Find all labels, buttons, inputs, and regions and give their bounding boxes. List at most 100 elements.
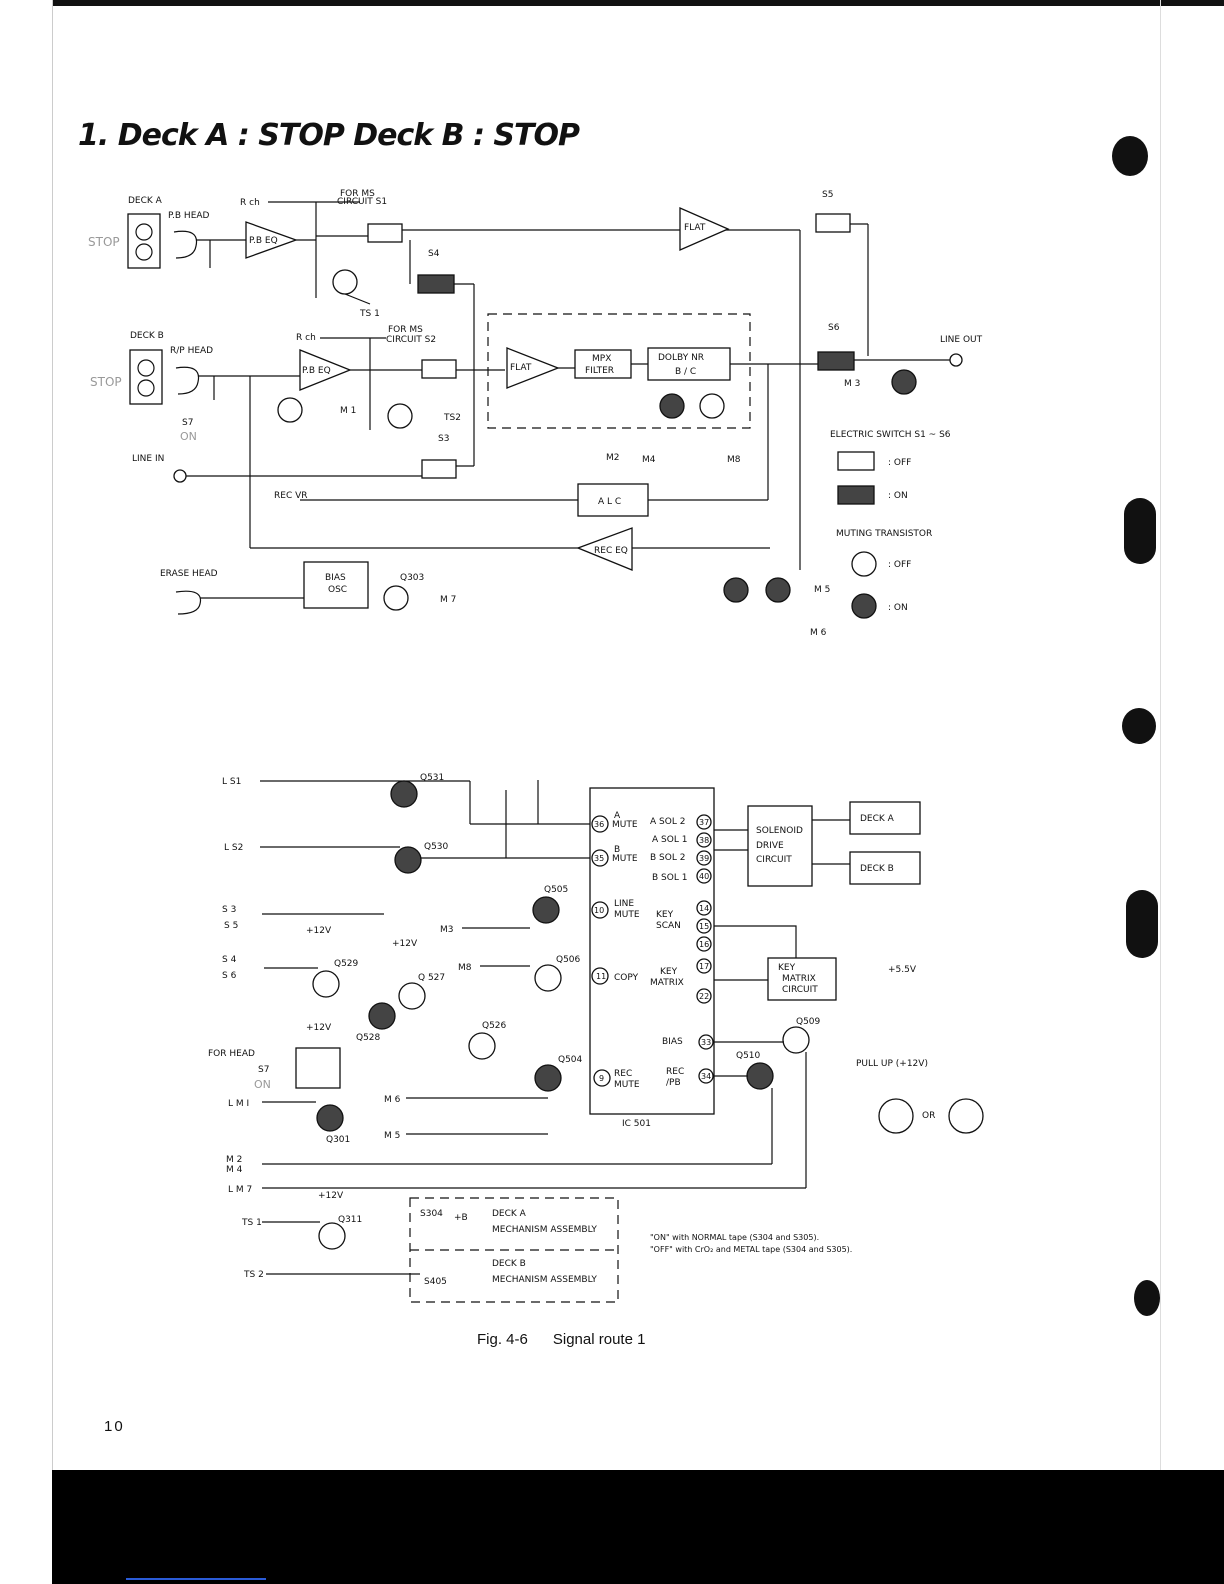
svg-text:MUTING TRANSISTOR: MUTING TRANSISTOR: [836, 529, 932, 539]
switch-s2: [421, 359, 457, 379]
switch-s1: [367, 223, 403, 243]
line-in-jack: [173, 469, 187, 483]
flat-amp-b: [506, 347, 560, 389]
svg-text:FLAT: FLAT: [510, 363, 532, 373]
svg-text:9: 9: [599, 1074, 604, 1083]
line-out-jack: [949, 353, 963, 367]
svg-text:Q506: Q506: [556, 955, 581, 965]
svg-text:DECK B: DECK B: [860, 864, 894, 874]
svg-text:TS 1: TS 1: [359, 309, 380, 319]
variant-transistor-a: [878, 1098, 914, 1134]
svg-text:TS 2: TS 2: [243, 1270, 264, 1280]
svg-text:16: 16: [699, 940, 709, 949]
svg-text:M 5: M 5: [814, 585, 830, 595]
svg-text:CIRCUIT S2: CIRCUIT S2: [386, 335, 436, 345]
svg-text:S6: S6: [828, 323, 840, 333]
svg-text:ON: ON: [180, 430, 197, 443]
svg-text:M 5: M 5: [384, 1131, 400, 1141]
upper-signal-route: DECK A P.B HEAD STOP R ch FOR MS CIRCUIT…: [88, 189, 983, 638]
svg-text:+12V: +12V: [306, 1023, 332, 1033]
binder-hole: [1122, 708, 1156, 744]
svg-text:SCAN: SCAN: [656, 921, 681, 931]
transistor-q311: [318, 1222, 346, 1250]
svg-text:Q301: Q301: [326, 1135, 350, 1145]
svg-text:M4: M4: [642, 455, 656, 465]
svg-text:S304: S304: [420, 1209, 443, 1219]
svg-text:MUTE: MUTE: [612, 854, 638, 864]
svg-text:37: 37: [699, 818, 709, 827]
svg-text:FILTER: FILTER: [585, 366, 614, 376]
binder-hole: [1124, 498, 1156, 564]
svg-text:+12V: +12V: [392, 939, 418, 949]
svg-text:FOR HEAD: FOR HEAD: [208, 1049, 255, 1059]
svg-text:Q505: Q505: [544, 885, 568, 895]
svg-text:DECK B: DECK B: [130, 331, 164, 341]
figure-number: Fig. 4-6: [477, 1331, 528, 1348]
svg-text:+12V: +12V: [306, 926, 332, 936]
switch-s5: [815, 213, 851, 233]
svg-text:M 2: M 2: [226, 1155, 242, 1165]
svg-text:/PB: /PB: [666, 1078, 681, 1088]
svg-text:M8: M8: [458, 963, 472, 973]
svg-text:PULL UP (+12V): PULL UP (+12V): [856, 1059, 928, 1069]
svg-text:: OFF: : OFF: [888, 560, 911, 570]
switch-s6-on: [817, 351, 855, 371]
svg-text:A: A: [614, 811, 621, 821]
svg-text:Q510: Q510: [736, 1051, 761, 1061]
svg-text:Q311: Q311: [338, 1215, 362, 1225]
svg-text:OR: OR: [922, 1111, 935, 1121]
svg-text:S7: S7: [258, 1065, 269, 1075]
figure-caption: Fig. 4-6 Signal route 1: [477, 1331, 645, 1348]
svg-text:S3: S3: [438, 434, 449, 444]
svg-text:TS2: TS2: [443, 413, 461, 423]
svg-text:DECK A: DECK A: [860, 814, 895, 824]
svg-text:FOR MS: FOR MS: [388, 325, 423, 335]
key-matrix-box: [767, 957, 837, 1001]
ic-right-pins: 37 38 39 40 14 15 16 17 22 33 34: [696, 814, 714, 1084]
svg-text:34: 34: [701, 1072, 711, 1081]
flat-amp-a: [679, 207, 730, 251]
svg-text:S 3: S 3: [222, 905, 236, 915]
switch-s4-on: [417, 274, 455, 294]
svg-text:36: 36: [594, 820, 604, 829]
svg-text:Q528: Q528: [356, 1033, 381, 1043]
pb-eq-amp-a: [245, 221, 298, 259]
svg-text:10: 10: [594, 906, 604, 915]
transistor-q505-on: [532, 896, 560, 924]
svg-text:M 3: M 3: [844, 379, 860, 389]
svg-text:MATRIX: MATRIX: [650, 978, 684, 988]
svg-text:22: 22: [699, 992, 709, 1001]
svg-text:M2: M2: [606, 453, 620, 463]
svg-text:TS 1: TS 1: [241, 1218, 262, 1228]
svg-text:17: 17: [699, 962, 709, 971]
svg-text:Q303: Q303: [400, 573, 424, 583]
svg-text:MUTE: MUTE: [614, 1080, 640, 1090]
svg-text:Q530: Q530: [424, 842, 449, 852]
bias-osc-box: [303, 561, 369, 609]
deck-b-state: STOP: [90, 375, 122, 389]
svg-text:Q529: Q529: [334, 959, 359, 969]
svg-text:A L C: A L C: [598, 497, 621, 507]
rch-label-a: R ch: [240, 198, 260, 208]
svg-text:KEY: KEY: [778, 963, 796, 973]
svg-text:L S1: L S1: [222, 777, 241, 787]
transistor-q301-on: [316, 1104, 344, 1132]
svg-text:S4: S4: [428, 249, 440, 259]
svg-text:35: 35: [594, 854, 604, 863]
svg-text:FOR MS: FOR MS: [340, 189, 375, 199]
svg-text:B SOL 2: B SOL 2: [650, 853, 685, 863]
svg-text:Q 527: Q 527: [418, 973, 445, 983]
transistor-q526: [468, 1032, 496, 1060]
svg-text:ELECTRIC SWITCH S1 ~ S6: ELECTRIC SWITCH S1 ~ S6: [830, 430, 951, 440]
svg-text:11: 11: [596, 972, 606, 981]
svg-text:M8: M8: [727, 455, 741, 465]
solenoid-drive-box: [747, 805, 813, 887]
svg-text:KEY: KEY: [660, 967, 678, 977]
transistor-q529: [312, 970, 340, 998]
top-border-bar: [52, 0, 1224, 6]
ic-501: [589, 787, 715, 1115]
dolby-nr-box: [647, 347, 731, 381]
svg-text:MUTE: MUTE: [614, 910, 640, 920]
svg-text:LINE: LINE: [614, 899, 634, 909]
svg-text:L M I: L M I: [228, 1099, 249, 1109]
